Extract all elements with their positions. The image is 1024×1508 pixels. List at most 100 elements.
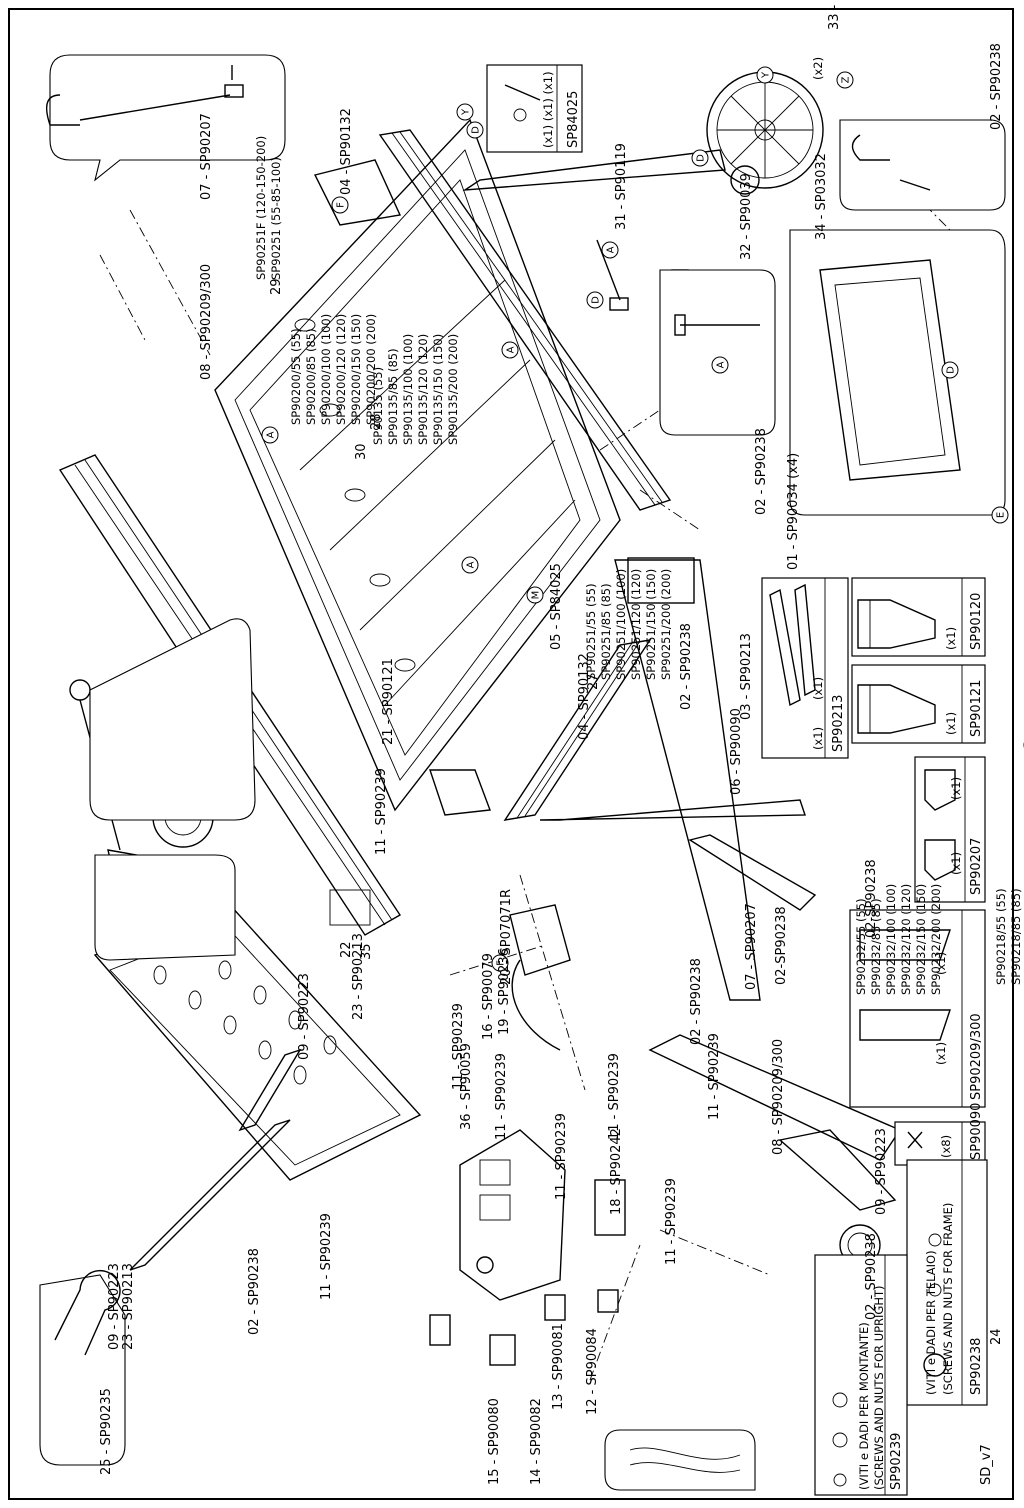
part-label-p07b: 07 - SP90207 bbox=[744, 903, 759, 990]
detail-caption2-d5: (x1) bbox=[949, 852, 963, 875]
detail-caption2-d2: (SCREWS AND NUTS FOR UPRIGHT) bbox=[872, 1286, 886, 1491]
part-label-p18: 18 - SP90242 bbox=[609, 1128, 624, 1215]
detail-label-d8: SP90213 bbox=[831, 695, 846, 752]
bubble-34 bbox=[839, 119, 1006, 211]
bubble-22 bbox=[94, 854, 236, 961]
callout-letter: E bbox=[996, 512, 1007, 518]
detail-caption1-d4: (x1) bbox=[934, 952, 948, 975]
group-num-g32: 32 - SP90039 bbox=[739, 173, 754, 260]
group-line-g30-0: SP90135 (55) bbox=[371, 367, 385, 445]
group-line-g27-2: SP90251/100 (100) bbox=[614, 569, 628, 680]
callout-a-2: A bbox=[601, 241, 619, 259]
callout-a-0: A bbox=[261, 426, 279, 444]
motor-head bbox=[459, 1129, 626, 1301]
part-label-p09a: 09 - SP90223 bbox=[297, 973, 312, 1060]
part-label-p11e: 11 - SP90239 bbox=[664, 1178, 679, 1265]
part-label-p04a: 04 - SP90132 bbox=[339, 108, 354, 195]
part-label-p20: 20 - SP07071R bbox=[499, 889, 514, 985]
group-num-g35: 35 bbox=[359, 943, 374, 960]
group-num-g24: 24 bbox=[989, 1328, 1004, 1345]
callout-d-12: D bbox=[941, 361, 959, 379]
detail-label-d2: SP90239 bbox=[889, 1433, 904, 1490]
callout-letter: M bbox=[531, 591, 542, 600]
detail-caption1-d3: (x8) bbox=[939, 1135, 953, 1158]
callout-letter: D bbox=[471, 126, 482, 134]
detail-caption1-d6: (x1) bbox=[944, 712, 958, 735]
part-label-p09c: 09 - SP90223 bbox=[874, 1128, 889, 1215]
bubble-29 bbox=[46, 54, 286, 182]
part-label-p12: 12 - SP90084 bbox=[585, 1328, 600, 1415]
group-line-g35-4: SP90232/150 (150) bbox=[914, 884, 928, 995]
callout-letter: F bbox=[336, 202, 347, 208]
detail-caption1-d1: (VITI e DADI PER TELAIO) bbox=[924, 1250, 938, 1395]
group-line-g30-4: SP90135/150 (150) bbox=[431, 334, 445, 445]
callout-letter: A bbox=[266, 431, 277, 438]
group-line-g27-4: SP90251/150 (150) bbox=[644, 569, 658, 680]
part-label-p02c: 02 - SP90238 bbox=[754, 428, 769, 515]
group-line-g29-1: SP90251 (55-85-100) bbox=[269, 157, 283, 280]
part-label-p21: 21 - SP90121 bbox=[381, 658, 396, 745]
part-label-p08b: 08 - SP90209/300 bbox=[771, 1039, 786, 1155]
group-line-g35-3: SP90232/120 (120) bbox=[899, 884, 913, 995]
part-label-p02e: 02 - SP90238 bbox=[689, 958, 704, 1045]
detail-box-sp90209 bbox=[849, 909, 986, 1108]
part-label-p36: 36 - SP90059 bbox=[459, 1043, 474, 1130]
callout-letter: D bbox=[696, 154, 707, 162]
group-line-g30-1: SP90135/85 (85) bbox=[386, 348, 400, 445]
version-label: SD_v7 bbox=[979, 1444, 994, 1485]
bubble-32 bbox=[659, 269, 776, 436]
group-line-g30-3: SP90135/120 (120) bbox=[416, 334, 430, 445]
part-label-p02a: 02 - SP90238 bbox=[247, 1248, 262, 1335]
detail-caption2-d1: (SCREWS AND NUTS FOR FRAME) bbox=[941, 1203, 955, 1395]
group-line-g28-1: SP90200/85 (85) bbox=[304, 328, 318, 425]
group-line-g30-5: SP90135/200 (200) bbox=[446, 334, 460, 445]
callout-d-11: D bbox=[691, 149, 709, 167]
part-label-p11b: 11 - SP90239 bbox=[451, 1003, 466, 1090]
callout-a-4: A bbox=[461, 556, 479, 574]
detail-label-d7: SP90120 bbox=[969, 593, 984, 650]
rail-bottom bbox=[503, 639, 652, 821]
callout-circles: AAAAAABBCCDDDDDEEEEFFHKMMYYZ bbox=[261, 66, 1024, 972]
detail-label-d5: SP90207 bbox=[969, 838, 984, 895]
wheel-qty: (x2) bbox=[811, 57, 825, 80]
part-label-p23b: 23 - SP90213 bbox=[121, 1263, 136, 1350]
group-line-g28-2: SP90200/100 (100) bbox=[319, 314, 333, 425]
detail-caption1-d5: (x1) bbox=[949, 777, 963, 800]
part-label-p07a: 07 - SP90207 bbox=[199, 113, 214, 200]
group-line-g27-0: SP90251/55 (55) bbox=[584, 583, 598, 680]
callout-d-13: D bbox=[586, 291, 604, 309]
part-label-p19: 19 - SP90236 bbox=[497, 948, 512, 1035]
detail-label-d6: SP90121 bbox=[969, 680, 984, 737]
group-num-g27: 27 bbox=[586, 673, 601, 690]
part-label-p05: 05 - SP84025 bbox=[549, 563, 564, 650]
group-line-g30-2: SP90135/100 (100) bbox=[401, 334, 415, 445]
bubble-27 bbox=[89, 618, 256, 821]
part-label-p16: 16 - SP90079 bbox=[481, 953, 496, 1040]
group-line-g35-0: SP90232/55 (55) bbox=[854, 898, 868, 995]
rail-top bbox=[378, 129, 672, 511]
wheel-33 bbox=[706, 71, 824, 195]
group-line-g28-4: SP90200/150 (150) bbox=[349, 314, 363, 425]
part-label-p33: 33 - 90102R bbox=[827, 0, 842, 30]
part-label-p11c: 11 - SP90239 bbox=[494, 1053, 509, 1140]
part-label-p11f: 11 - SP90239 bbox=[707, 1033, 722, 1120]
detail-box-sp90238 bbox=[906, 1159, 988, 1406]
callout-z-27: Z bbox=[836, 71, 854, 89]
callout-m-23: M bbox=[526, 586, 544, 604]
group-line-g29-0: SP90251F (120-150-200) bbox=[254, 136, 268, 280]
callout-letter: F bbox=[496, 960, 507, 966]
part-label-p09b: 09 - SP90223 bbox=[107, 1263, 122, 1350]
callout-letter: Z bbox=[841, 76, 852, 83]
detail-box-sp90090 bbox=[894, 1121, 986, 1166]
detail-box-sp90121 bbox=[851, 664, 986, 744]
callout-letter: A bbox=[716, 361, 727, 368]
detail-box-sp90120 bbox=[851, 577, 986, 657]
callout-letter: A bbox=[606, 246, 617, 253]
callout-e-15: E bbox=[991, 506, 1009, 524]
part-label-p04b: 04 - SP90132 bbox=[577, 653, 592, 740]
part-label-p02b: 02 - SP90238 bbox=[679, 623, 694, 710]
callout-letter: D bbox=[591, 296, 602, 304]
callout-a-3: A bbox=[711, 356, 729, 374]
